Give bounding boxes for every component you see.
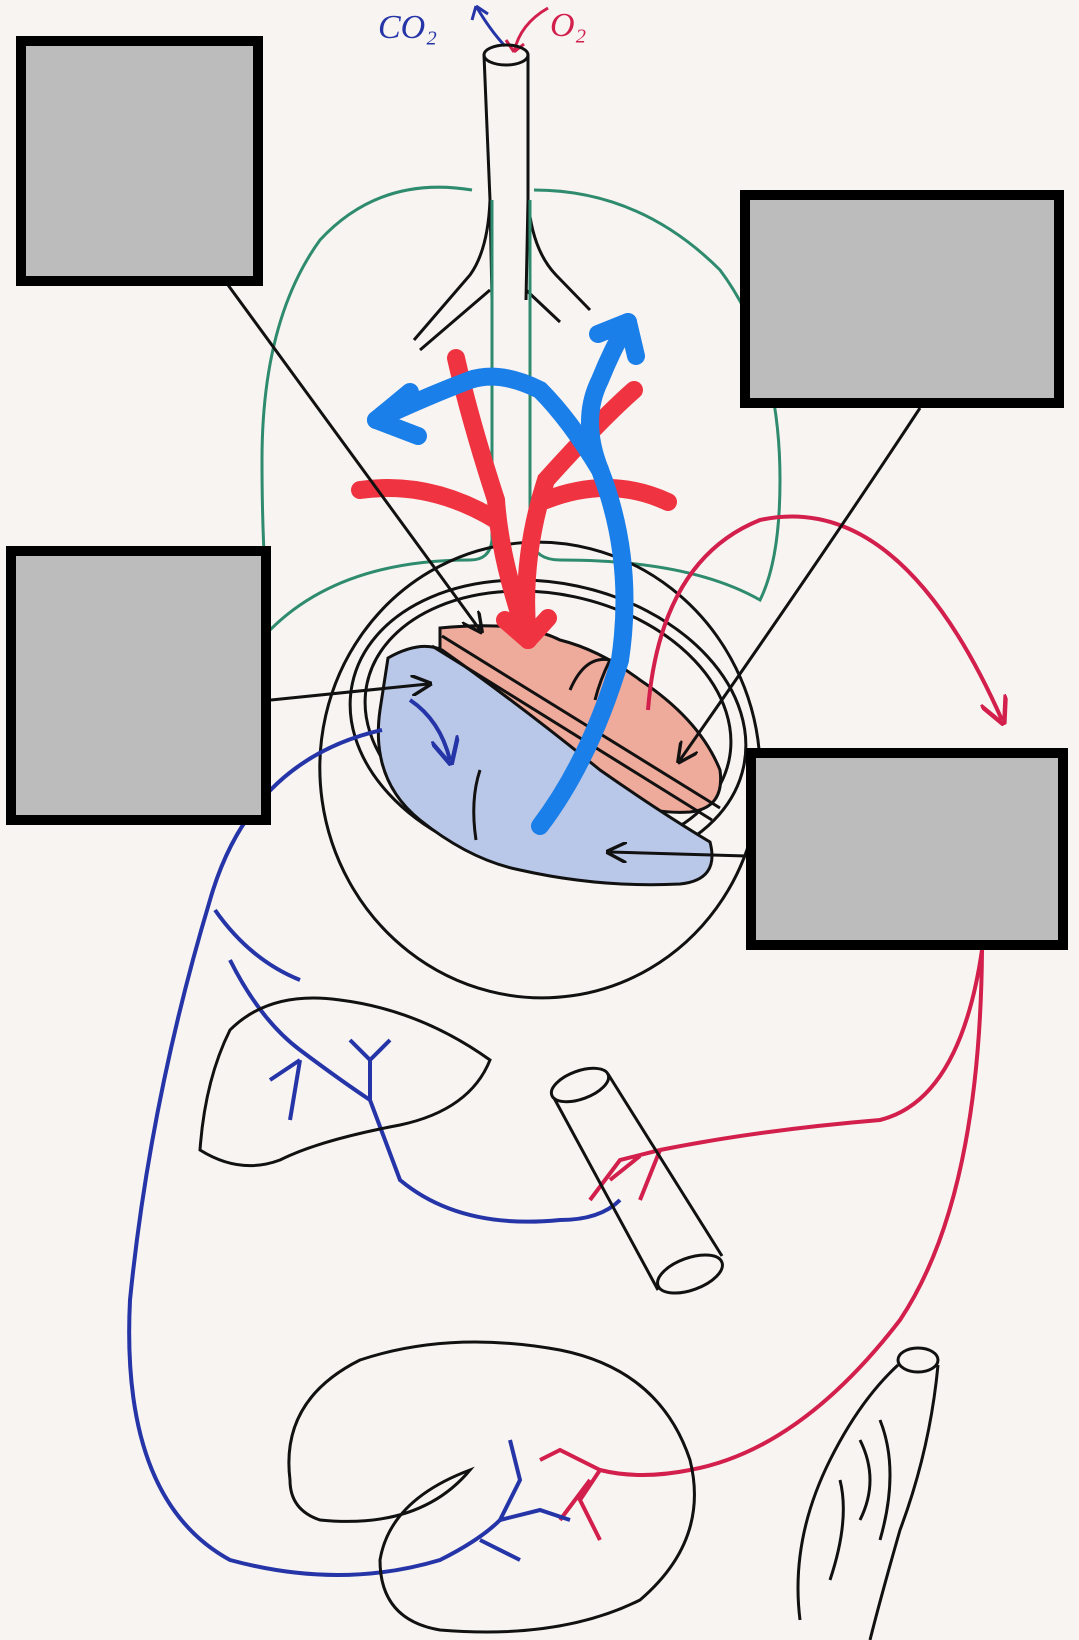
o2-label: O₂ [550, 7, 586, 44]
valve-notch [472, 769, 482, 841]
leader-line-d [610, 852, 747, 856]
lower-organ [287, 1340, 696, 1634]
muscle [796, 1346, 940, 1640]
label-box-top-right[interactable] [740, 190, 1064, 408]
o2-in-arrow [512, 6, 549, 53]
septum-line [431, 644, 713, 822]
leader-line-a [226, 284, 480, 630]
label-box-middle-left[interactable] [6, 546, 271, 825]
co2-arrow-head [470, 4, 489, 21]
leader-line-c [270, 684, 428, 702]
co2-out-arrow [474, 5, 507, 48]
co2-label: CO₂ [378, 9, 437, 46]
liver [198, 996, 492, 1168]
valve-notch [568, 657, 613, 701]
leader-lines [226, 284, 922, 856]
intestine-segment [549, 1066, 724, 1295]
systemic-arteries [539, 514, 1002, 1541]
label-box-top-left[interactable] [16, 36, 263, 286]
label-box-middle-right[interactable] [746, 748, 1068, 950]
right-heart [376, 644, 714, 887]
septum-line [441, 634, 721, 810]
pulmonary-artery [367, 313, 645, 835]
leader-line-b [680, 407, 922, 760]
trachea [412, 43, 592, 352]
systemic-veins [127, 698, 622, 1577]
